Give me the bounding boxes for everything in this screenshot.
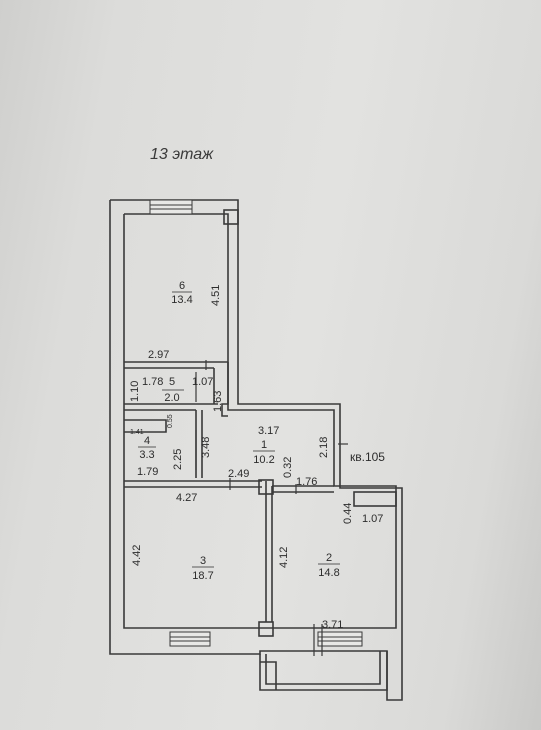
apartment-label: кв.105 xyxy=(350,450,385,464)
room4-shelf xyxy=(124,419,167,433)
dim-room5-side: 1.07 xyxy=(192,376,213,388)
dim-corridor-top: 1.63 xyxy=(212,391,224,412)
room5-number: 5 xyxy=(169,376,175,388)
column-top xyxy=(258,479,274,495)
dim-room2-height: 4.12 xyxy=(278,547,290,568)
room-label-lines xyxy=(138,291,340,568)
dim-balcony-width: 3.71 xyxy=(322,619,343,631)
dim-room4-width: 1.79 xyxy=(137,466,158,478)
dim-hall-side: 2.18 xyxy=(318,437,330,458)
walls xyxy=(109,199,403,701)
dim-room6-width: 2.97 xyxy=(148,349,169,361)
dim-hall-bottom-right: 1.76 xyxy=(296,476,317,488)
dim-room2-corner-w: 1.07 xyxy=(362,513,383,525)
dim-room2-corner-h: 0.44 xyxy=(342,503,354,524)
room5-area: 2.0 xyxy=(164,392,179,404)
dim-room5-width: 1.78 xyxy=(142,376,163,388)
balcony-outline xyxy=(259,651,388,691)
room6-number: 6 xyxy=(179,280,185,292)
room6-area: 13.4 xyxy=(171,294,192,306)
window-room3 xyxy=(169,631,211,647)
window-room6 xyxy=(149,199,193,215)
dim-hall-gap: 0.32 xyxy=(282,457,294,478)
room2-corner-box xyxy=(353,491,397,507)
column-corner xyxy=(223,209,239,225)
balcony-step xyxy=(260,661,277,690)
inner-wall xyxy=(123,213,397,629)
room1-area: 10.2 xyxy=(253,454,274,466)
room3-number: 3 xyxy=(200,555,206,567)
dim-room4-height: 2.25 xyxy=(172,449,184,470)
windows xyxy=(149,199,363,647)
window-room2 xyxy=(317,631,363,647)
balcony-inner xyxy=(265,651,381,685)
room2-number: 2 xyxy=(326,552,332,564)
room3-area: 18.7 xyxy=(192,570,213,582)
dim-hall-width: 3.17 xyxy=(258,425,279,437)
dim-room3-height: 4.42 xyxy=(131,545,143,566)
dim-hall-height: 3.48 xyxy=(200,437,212,458)
dim-room4-depth: 0.55 xyxy=(167,414,174,428)
dim-room5-height: 1.10 xyxy=(129,381,141,402)
dim-room4-top: 1.41 xyxy=(130,429,144,436)
dim-room3-width: 4.27 xyxy=(176,492,197,504)
room4-number: 4 xyxy=(144,435,150,447)
room1-number: 1 xyxy=(261,439,267,451)
column-bottom xyxy=(258,621,274,637)
dim-room6-height: 4.51 xyxy=(210,285,222,306)
doors xyxy=(195,360,348,656)
floor-title: 13 этаж xyxy=(150,146,214,163)
dim-hall-bottom: 2.49 xyxy=(228,468,249,480)
room2-area: 14.8 xyxy=(318,567,339,579)
corridor-step xyxy=(221,362,229,417)
room4-area: 3.3 xyxy=(139,449,154,461)
